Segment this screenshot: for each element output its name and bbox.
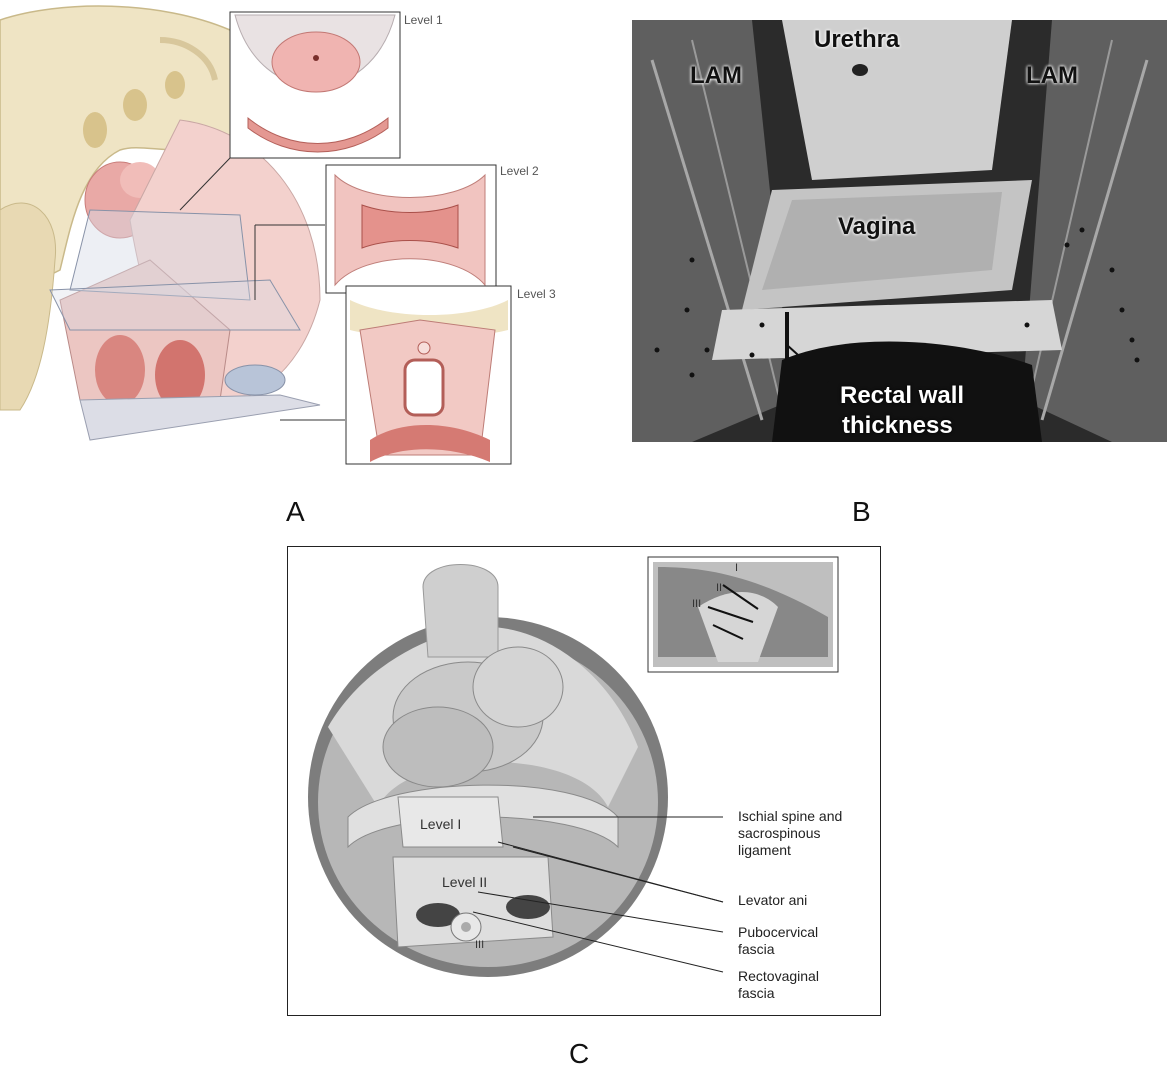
callout-ischial-spine: Ischial spine and sacrospinous ligament <box>738 808 842 859</box>
vagina-label: Vagina <box>838 213 915 241</box>
callout-levator-ani: Levator ani <box>738 892 807 909</box>
panel-a-letter: A <box>286 496 305 528</box>
thickness-label: thickness <box>842 412 953 440</box>
inset-iii-label: III <box>692 598 701 610</box>
callout-line: ligament <box>738 842 842 859</box>
inset-ii-label: II <box>716 582 722 594</box>
callout-line: fascia <box>738 985 819 1002</box>
callout-line: Ischial spine and <box>738 808 842 825</box>
rectal-wall-label: Rectal wall <box>840 382 964 410</box>
inset-i-label: I <box>735 562 738 574</box>
callout-line: Levator ani <box>738 892 807 909</box>
panel-c-letter: C <box>569 1038 589 1070</box>
urethra-label: Urethra <box>814 26 899 54</box>
lam-right-label: LAM <box>1026 62 1078 90</box>
pelvic-floor-illustration <box>0 0 580 470</box>
level-3-label: Level 3 <box>517 287 556 301</box>
callout-line: fascia <box>738 941 818 958</box>
callout-pubocervical: Pubocervical fascia <box>738 924 818 958</box>
callout-line: sacrospinous <box>738 825 842 842</box>
level-ii-label: Level II <box>442 874 487 890</box>
panel-b-letter: B <box>852 496 871 528</box>
panel-a-illustration <box>0 0 580 470</box>
level-1-label: Level 1 <box>404 13 443 27</box>
level-i-label: Level I <box>420 816 461 832</box>
level-iii-label: III <box>475 939 484 951</box>
callout-rectovaginal: Rectovaginal fascia <box>738 968 819 1002</box>
callout-line: Rectovaginal <box>738 968 819 985</box>
callout-line: Pubocervical <box>738 924 818 941</box>
level-2-label: Level 2 <box>500 164 539 178</box>
lam-left-label: LAM <box>690 62 742 90</box>
